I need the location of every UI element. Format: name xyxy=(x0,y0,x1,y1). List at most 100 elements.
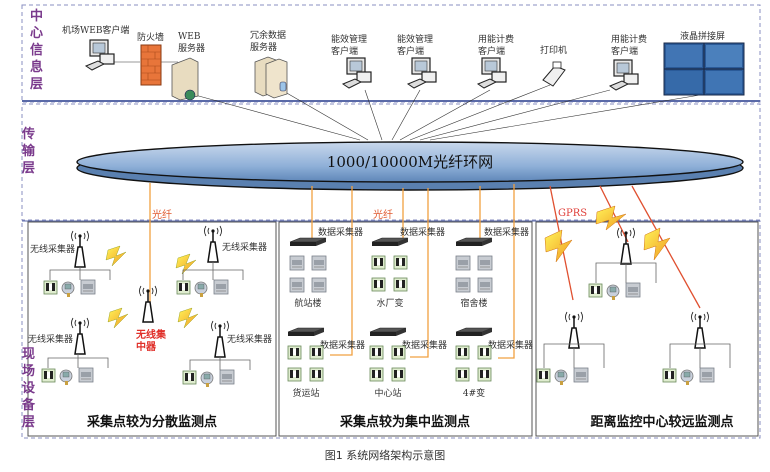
printer-icon xyxy=(542,61,566,87)
pc-icon xyxy=(342,57,372,89)
data-collector-icon xyxy=(455,237,493,247)
collector-label: 数据采集器 xyxy=(488,339,533,351)
meter-icon xyxy=(287,367,302,382)
layer-label-field: 现场设备层 xyxy=(21,347,36,430)
meter-icon xyxy=(455,367,470,382)
pc-icon xyxy=(407,57,437,89)
antenna-icon xyxy=(616,227,636,265)
meter-icon xyxy=(369,367,384,382)
center-links xyxy=(110,61,701,141)
zone-title: 采集点较为集中监测点 xyxy=(339,414,470,430)
fiber-label-left: 光纤 xyxy=(152,208,172,221)
device-billing-client-2: 用能计费客户端 xyxy=(609,33,647,91)
meter-icon xyxy=(393,255,408,270)
collector-label: 数据采集器 xyxy=(318,226,363,238)
fiber-ring: 1000/10000M光纤环网 xyxy=(76,141,744,191)
meter-icon xyxy=(477,345,492,360)
meter-icon xyxy=(369,345,384,360)
wireless-bolts xyxy=(105,245,199,329)
concentrator-label: 无线集中器 xyxy=(135,328,167,353)
meter-icon xyxy=(309,345,324,360)
device-label: 能效管理客户端 xyxy=(331,33,367,57)
fiber-label-mid: 光纤 xyxy=(373,208,393,221)
site-label: 水厂变 xyxy=(376,297,403,309)
data-collector-icon xyxy=(455,327,493,337)
device-video-wall: 液晶拼接屏 xyxy=(663,30,745,96)
meter-icon xyxy=(289,255,305,271)
remote-collector-top xyxy=(589,227,657,300)
collector-label: 数据采集器 xyxy=(402,339,447,351)
antenna-icon xyxy=(138,285,158,323)
meter-icon xyxy=(455,277,471,293)
layer-label-transport: 传输层 xyxy=(21,126,36,176)
antenna-icon xyxy=(70,317,90,355)
meter-icon xyxy=(477,255,493,271)
figure-caption: 图1 系统网络架构示意图 xyxy=(324,449,446,462)
collector-label: 数据采集器 xyxy=(400,226,445,238)
antenna-icon xyxy=(210,320,230,358)
antenna-icon xyxy=(690,311,710,349)
device-label: 防火墙 xyxy=(137,31,164,43)
device-redundant-server: 冗余数据服务器 xyxy=(250,29,288,99)
fiber-links xyxy=(149,183,515,359)
collector-label: 无线采集器 xyxy=(222,241,267,253)
gprs-bolts xyxy=(544,205,671,263)
zone-title: 距离监控中心较远监测点 xyxy=(590,414,733,430)
wireless-concentrator: 无线集中器 xyxy=(135,285,167,353)
site-label: 宿舍楼 xyxy=(460,297,487,309)
meter-icon xyxy=(477,277,493,293)
remote-collector-right xyxy=(663,311,731,385)
data-collector-icon xyxy=(289,237,327,247)
firewall-icon xyxy=(140,44,162,86)
device-energy-client-1: 能效管理客户端 xyxy=(331,33,372,89)
collector-label: 无线采集器 xyxy=(28,333,73,345)
meter-icon xyxy=(391,367,406,382)
data-collector-icon xyxy=(371,237,409,247)
gprs-links xyxy=(549,185,701,309)
device-firewall: 防火墙 xyxy=(137,31,164,86)
device-label: 打印机 xyxy=(540,44,567,56)
redundant-server-icon xyxy=(254,56,288,99)
meter-icon xyxy=(455,255,471,271)
zone-remote: 距离监控中心较远监测点 xyxy=(537,227,734,430)
wireless-collector-tl: 无线采集器 xyxy=(30,230,111,297)
field-layer-frame xyxy=(21,220,761,439)
gprs-label: GPRS xyxy=(558,208,587,219)
meter-icon xyxy=(455,345,470,360)
meter-icon xyxy=(391,345,406,360)
center-layer-frame xyxy=(21,4,761,103)
collector-label: 数据采集器 xyxy=(320,339,365,351)
zone-wireless: 无线采集器 无线采集器 无线采集器 无线采集器 无线集中器 采集点较为分散监测点 xyxy=(28,225,272,430)
device-label: 机场WEB客户端 xyxy=(62,24,129,36)
collector-label: 无线采集器 xyxy=(30,243,75,255)
video-wall-icon xyxy=(663,42,745,96)
meter-icon xyxy=(287,345,302,360)
antenna-icon xyxy=(564,311,584,349)
meter-icon xyxy=(371,277,386,292)
zone-concentrated: 数据采集器航站楼数据采集器水厂变数据采集器宿舍楼数据采集器货运站数据采集器中心站… xyxy=(287,226,533,399)
meter-icon xyxy=(477,367,492,382)
collector-label: 数据采集器 xyxy=(484,226,529,238)
server-icon xyxy=(171,57,199,101)
wireless-collector-tr: 无线采集器 xyxy=(177,225,267,297)
meter-icon xyxy=(289,277,305,293)
data-collector-icon xyxy=(369,327,407,337)
meter-icon xyxy=(311,255,327,271)
site-label: 4#变 xyxy=(463,387,485,399)
device-billing-client-1: 用能计费客户端 xyxy=(477,33,514,89)
device-label: 液晶拼接屏 xyxy=(680,30,725,42)
meter-icon xyxy=(311,277,327,293)
data-collector-icon xyxy=(287,327,325,337)
wireless-collector-bl: 无线采集器 xyxy=(28,317,109,385)
zone-title: 采集点较为分散监测点 xyxy=(86,414,217,430)
collector-label: 无线采集器 xyxy=(227,333,272,345)
pc-icon xyxy=(477,57,507,89)
